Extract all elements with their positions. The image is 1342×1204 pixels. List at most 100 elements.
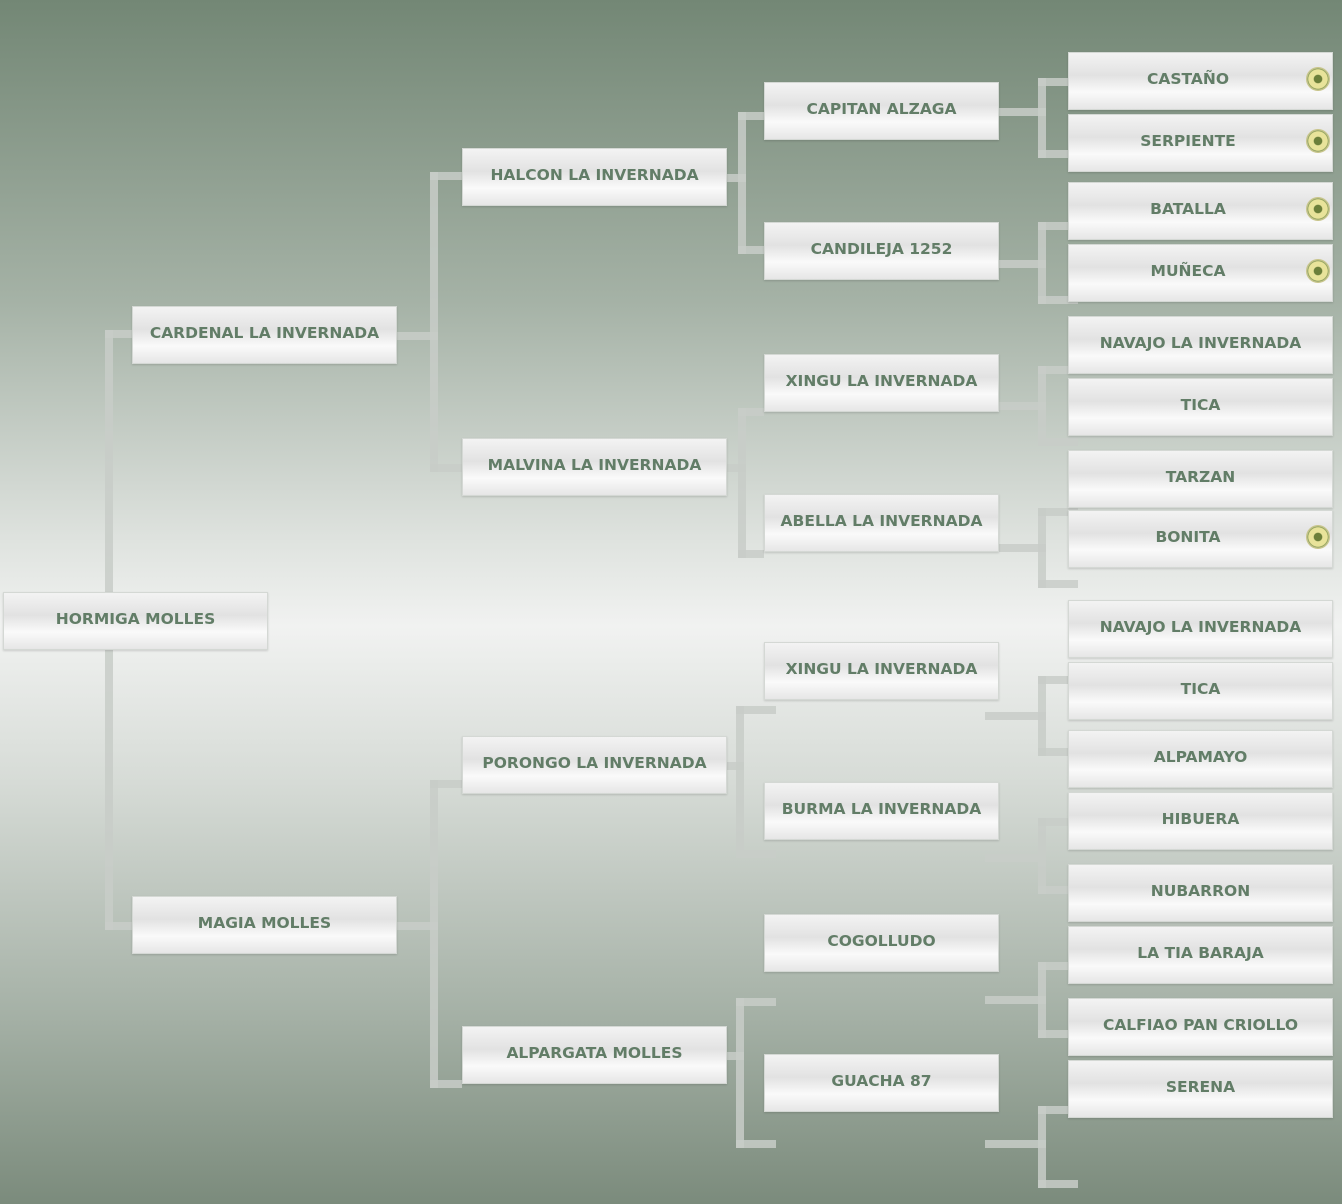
horse-name: NAVAJO LA INVERNADA: [1099, 618, 1302, 636]
connector-line: [985, 1140, 1046, 1148]
connector-line: [430, 1080, 462, 1088]
connector-line: [727, 762, 744, 770]
pedigree-entry[interactable]: TICA: [1068, 662, 1333, 720]
connector-line: [1038, 748, 1078, 756]
connector-line: [727, 464, 746, 472]
horse-name: MALVINA LA INVERNADA: [487, 456, 702, 474]
horse-name: TARZAN: [1165, 468, 1236, 486]
pedigree-entry[interactable]: GUACHA 87: [764, 1054, 999, 1112]
pedigree-entry[interactable]: HORMIGA MOLLES: [3, 592, 268, 650]
pedigree-entry[interactable]: NAVAJO LA INVERNADA: [1068, 600, 1333, 658]
connector-line: [736, 1140, 776, 1148]
connector-line: [1038, 222, 1078, 230]
pedigree-entry[interactable]: SERPIENTE: [1068, 114, 1333, 172]
connector-line: [1038, 366, 1078, 374]
pedigree-entry[interactable]: PORONGO LA INVERNADA: [462, 736, 727, 794]
connector-line: [985, 996, 1046, 1004]
connector-line: [738, 408, 764, 416]
horse-name: COGOLLUDO: [827, 932, 936, 950]
connector-line: [1038, 818, 1078, 826]
pedigree-entry[interactable]: BONITA: [1068, 510, 1333, 568]
pedigree-entry[interactable]: COGOLLUDO: [764, 914, 999, 972]
connector-line: [1038, 1180, 1078, 1188]
pedigree-entry[interactable]: CASTAÑO: [1068, 52, 1333, 110]
horse-name: PORONGO LA INVERNADA: [482, 754, 707, 772]
horse-name: CAPITAN ALZAGA: [806, 100, 957, 118]
horse-name: ALPAMAYO: [1153, 748, 1248, 766]
pedigree-entry[interactable]: TARZAN: [1068, 450, 1333, 508]
connector-line: [1038, 886, 1078, 894]
connector-line: [1038, 78, 1078, 86]
connector-line: [738, 112, 746, 254]
pedigree-entry[interactable]: ALPAMAYO: [1068, 730, 1333, 788]
pedigree-entry[interactable]: MALVINA LA INVERNADA: [462, 438, 727, 496]
connector-line: [985, 260, 1046, 268]
connector-line: [985, 108, 1046, 116]
pedigree-entry[interactable]: XINGU LA INVERNADA: [764, 642, 999, 700]
horse-name: NUBARRON: [1150, 882, 1251, 900]
connector-line: [738, 112, 764, 120]
pedigree-entry[interactable]: CALFIAO PAN CRIOLLO: [1068, 998, 1333, 1056]
registry-seal-icon: [1306, 259, 1330, 283]
connector-line: [430, 172, 438, 472]
pedigree-entry[interactable]: MAGIA MOLLES: [132, 896, 397, 954]
registry-seal-icon: [1306, 197, 1330, 221]
pedigree-entry[interactable]: HIBUERA: [1068, 792, 1333, 850]
pedigree-entry[interactable]: ABELLA LA INVERNADA: [764, 494, 999, 552]
pedigree-entry[interactable]: HALCON LA INVERNADA: [462, 148, 727, 206]
connector-line: [727, 174, 746, 182]
horse-name: CARDENAL LA INVERNADA: [149, 324, 380, 342]
pedigree-entry[interactable]: BATALLA: [1068, 182, 1333, 240]
horse-name: TICA: [1180, 680, 1221, 698]
horse-name: CASTAÑO: [1146, 70, 1230, 88]
horse-name: CANDILEJA 1252: [810, 240, 953, 258]
horse-name: GUACHA 87: [831, 1072, 932, 1090]
connector-line: [1038, 78, 1046, 158]
connector-line: [985, 712, 1046, 720]
connector-line: [105, 330, 132, 338]
pedigree-entry[interactable]: CAPITAN ALZAGA: [764, 82, 999, 140]
connector-line: [738, 408, 746, 558]
pedigree-entry[interactable]: NAVAJO LA INVERNADA: [1068, 316, 1333, 374]
connector-line: [430, 780, 438, 1088]
horse-name: NAVAJO LA INVERNADA: [1099, 334, 1302, 352]
horse-name: MUÑECA: [1150, 262, 1226, 280]
horse-name: BATALLA: [1150, 200, 1226, 218]
pedigree-entry[interactable]: CARDENAL LA INVERNADA: [132, 306, 397, 364]
connector-line: [727, 1052, 744, 1060]
connector-line: [397, 922, 438, 930]
pedigree-entry[interactable]: MUÑECA: [1068, 244, 1333, 302]
horse-name: ALPARGATA MOLLES: [506, 1044, 683, 1062]
pedigree-entry[interactable]: TICA: [1068, 378, 1333, 436]
pedigree-entry[interactable]: NUBARRON: [1068, 864, 1333, 922]
registry-seal-icon: [1306, 67, 1330, 91]
connector-line: [1038, 1030, 1078, 1038]
connector-line: [985, 544, 1046, 552]
horse-name: SERENA: [1165, 1078, 1236, 1096]
connector-line: [397, 332, 438, 340]
pedigree-entry[interactable]: XINGU LA INVERNADA: [764, 354, 999, 412]
connector-line: [430, 464, 462, 472]
connector-line: [1038, 508, 1078, 516]
horse-name: HORMIGA MOLLES: [55, 610, 216, 628]
pedigree-entry[interactable]: LA TIA BARAJA: [1068, 926, 1333, 984]
pedigree-entry[interactable]: ALPARGATA MOLLES: [462, 1026, 727, 1084]
registry-seal-icon: [1306, 129, 1330, 153]
horse-name: BONITA: [1155, 528, 1221, 546]
pedigree-entry[interactable]: CANDILEJA 1252: [764, 222, 999, 280]
connector-line: [1038, 296, 1078, 304]
horse-name: XINGU LA INVERNADA: [785, 660, 978, 678]
horse-name: ABELLA LA INVERNADA: [780, 512, 983, 530]
connector-line: [105, 922, 132, 930]
horse-name: CALFIAO PAN CRIOLLO: [1102, 1016, 1299, 1034]
connector-line: [736, 998, 776, 1006]
horse-name: LA TIA BARAJA: [1137, 944, 1264, 962]
connector-line: [738, 550, 764, 558]
connector-line: [1038, 438, 1078, 446]
connector-line: [430, 172, 462, 180]
pedigree-entry[interactable]: SERENA: [1068, 1060, 1333, 1118]
pedigree-entry[interactable]: BURMA LA INVERNADA: [764, 782, 999, 840]
connector-line: [1038, 150, 1078, 158]
connector-line: [1038, 962, 1078, 970]
connector-line: [1038, 1106, 1078, 1114]
